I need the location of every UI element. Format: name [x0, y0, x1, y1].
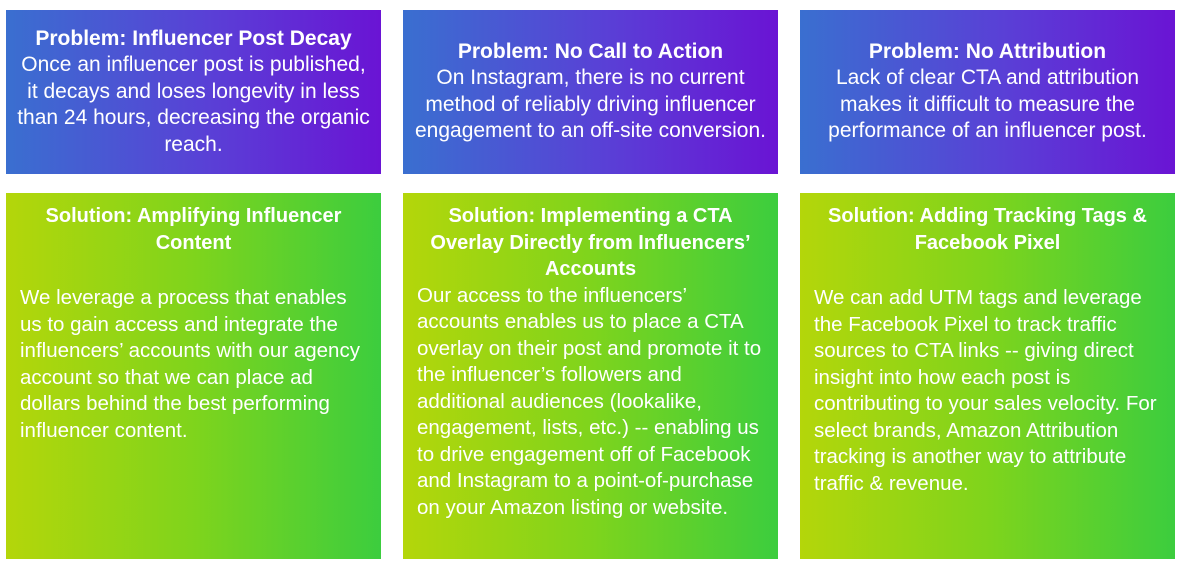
solution-body: We leverage a process that enables us to…: [20, 286, 360, 442]
problem-title: Problem: No Call to Action: [457, 40, 724, 64]
solution-title: Solution: Adding Tracking Tags & Faceboo…: [828, 205, 1147, 254]
solution-body: Our access to the influencers’ accounts …: [417, 283, 762, 519]
problem-title: Problem: No Attribution: [868, 40, 1107, 64]
problem-body: Lack of clear CTA and attribution makes …: [828, 66, 1147, 143]
solution-title: Solution: Implementing a CTA Overlay Dir…: [430, 205, 751, 280]
problem-body: Once an influencer post is published, it…: [17, 53, 370, 156]
solution-title: Solution: Amplifying Influencer Content: [45, 205, 342, 254]
problem-card-no-attribution: Problem: No Attribution Lack of clear CT…: [800, 10, 1175, 174]
solution-card-tracking: Solution: Adding Tracking Tags & Faceboo…: [800, 193, 1175, 559]
solution-card-amplifying: Solution: Amplifying Influencer Content …: [6, 193, 381, 559]
solution-card-cta-overlay: Solution: Implementing a CTA Overlay Dir…: [403, 193, 778, 559]
solution-body: We can add UTM tags and leverage the Fac…: [814, 286, 1157, 495]
problem-title: Problem: Influencer Post Decay: [35, 27, 352, 50]
problem-card-post-decay: Problem: Influencer Post Decay Once an i…: [6, 10, 381, 174]
problem-body: On Instagram, there is no current method…: [414, 66, 766, 143]
problem-card-no-cta: Problem: No Call to Action On Instagram,…: [403, 10, 778, 174]
